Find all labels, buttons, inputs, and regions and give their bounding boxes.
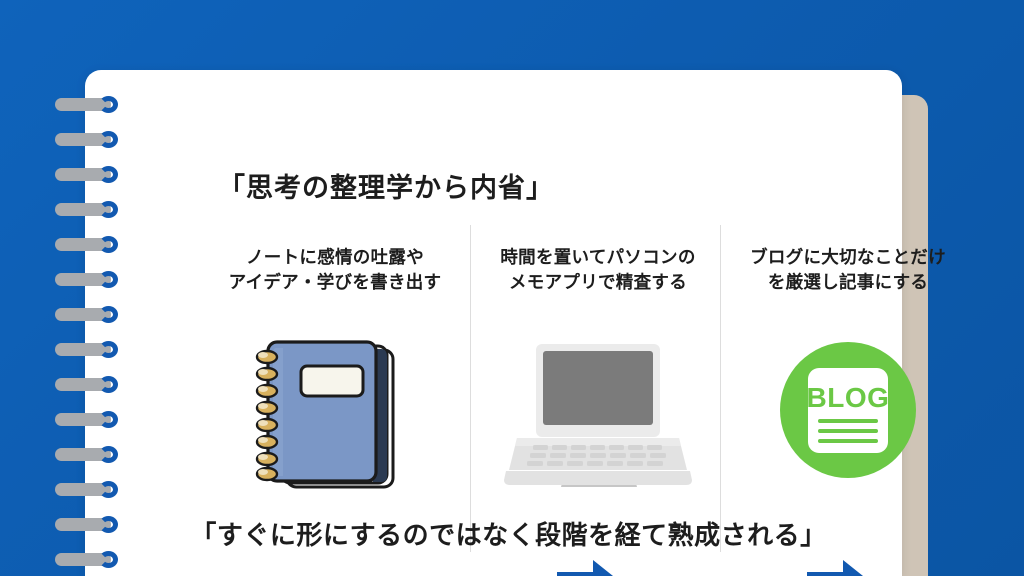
step-laptop: 時間を置いてパソコンの メモアプリで精査する: [473, 225, 723, 555]
spiral-ring-bar: [55, 168, 111, 181]
spiral-ring-hook: [99, 306, 118, 323]
step-laptop-caption-line2: メモアプリで精査する: [509, 272, 687, 293]
spiral-ring-bar: [55, 448, 111, 461]
spiral-ring: [55, 236, 127, 253]
spiral-ring-bar: [55, 553, 111, 566]
step-laptop-caption-line1: 時間を置いてパソコンの: [500, 247, 696, 267]
notebook-paper-card: 「思考の整理学から内省」 ノートに感情の吐露や アイデア・学びを書き出す: [85, 70, 946, 576]
spiral-ring-bar: [55, 203, 111, 216]
spiral-ring-hook: [99, 481, 118, 498]
column-divider-2: [720, 225, 721, 552]
spiral-ring: [55, 96, 127, 113]
step-blog: ブログに大切なことだけ を厳選し記事にする BLOG: [723, 225, 973, 555]
spiral-ring: [55, 411, 127, 428]
spiral-ring-hook: [99, 551, 118, 568]
spiral-ring-bar: [55, 133, 111, 146]
step-notebook-caption: ノートに感情の吐露や アイデア・学びを書き出す: [210, 225, 460, 296]
spiral-ring: [55, 516, 127, 533]
spiral-ring-bar: [55, 273, 111, 286]
spiral-ring: [55, 341, 127, 358]
spiral-ring-hook: [99, 271, 118, 288]
spiral-ring-hook: [99, 131, 118, 148]
column-divider-1: [470, 225, 471, 552]
spiral-ring-bar: [55, 518, 111, 531]
spiral-ring-hook: [99, 446, 118, 463]
blog-document-icon: BLOG: [723, 330, 973, 500]
arrow-right-icon-1: [557, 558, 619, 576]
spiral-ring-hook: [99, 166, 118, 183]
spiral-ring: [55, 166, 127, 183]
spiral-ring-bar: [55, 483, 111, 496]
page-title: 「思考の整理学から内省」: [218, 173, 554, 203]
step-notebook: ノートに感情の吐露や アイデア・学びを書き出す: [210, 225, 460, 555]
step-laptop-caption: 時間を置いてパソコンの メモアプリで精査する: [473, 225, 723, 296]
spiral-ring-hook: [99, 411, 118, 428]
spiral-notebook-icon: [210, 330, 460, 500]
spiral-binding: [55, 96, 135, 576]
steps-container: ノートに感情の吐露や アイデア・学びを書き出す: [205, 225, 975, 576]
spiral-ring-bar: [55, 378, 111, 391]
spiral-ring-hook: [99, 376, 118, 393]
spiral-ring: [55, 306, 127, 323]
spiral-ring-hook: [99, 516, 118, 533]
spiral-ring-hook: [99, 96, 118, 113]
step-blog-caption-line1: ブログに大切なことだけ: [750, 247, 946, 267]
spiral-ring: [55, 551, 127, 568]
step-blog-caption: ブログに大切なことだけ を厳選し記事にする: [723, 225, 973, 296]
spiral-ring-bar: [55, 308, 111, 321]
spiral-ring-bar: [55, 343, 111, 356]
spiral-ring: [55, 446, 127, 463]
spiral-ring-hook: [99, 201, 118, 218]
step-notebook-caption-line2: アイデア・学びを書き出す: [228, 272, 442, 293]
spiral-ring: [55, 201, 127, 218]
blog-badge-text: BLOG: [807, 382, 890, 413]
footer-caption: 「すぐに形にするのではなく段階を経て熟成される」: [190, 521, 827, 550]
step-blog-caption-line2: を厳選し記事にする: [767, 272, 929, 293]
spiral-ring: [55, 131, 127, 148]
spiral-ring: [55, 271, 127, 288]
spiral-ring-bar: [55, 413, 111, 426]
spiral-ring: [55, 376, 127, 393]
spiral-ring: [55, 481, 127, 498]
step-notebook-caption-line1: ノートに感情の吐露や: [246, 247, 424, 267]
arrow-right-icon-2: [807, 558, 869, 576]
spiral-ring-bar: [55, 98, 111, 111]
spiral-ring-hook: [99, 236, 118, 253]
spiral-ring-bar: [55, 238, 111, 251]
laptop-icon: [473, 330, 723, 500]
spiral-ring-hook: [99, 341, 118, 358]
